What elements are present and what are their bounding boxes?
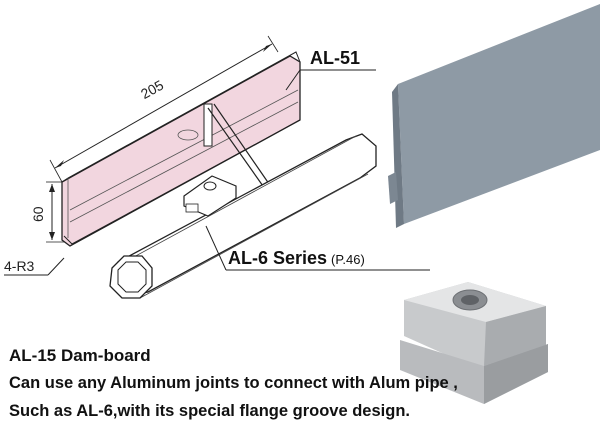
caption-title: AL-15 Dam-board bbox=[9, 346, 151, 365]
al51-leader bbox=[285, 69, 376, 91]
series-label-al6: AL-6 Series(P.46) bbox=[228, 248, 365, 269]
dimension-height: 60 bbox=[30, 206, 46, 222]
pin bbox=[203, 103, 277, 197]
page-reference: (P.46) bbox=[331, 252, 365, 267]
dimension-radius: 4-R3 bbox=[4, 258, 35, 274]
joint-small bbox=[183, 175, 237, 217]
dim-height-line bbox=[46, 181, 64, 243]
dim-length-line bbox=[49, 35, 279, 183]
dam-board bbox=[61, 51, 301, 247]
caption-line-2: Such as AL-6,with its special flange gro… bbox=[9, 402, 410, 420]
al6-leader bbox=[205, 225, 430, 271]
grey-panel bbox=[388, 4, 600, 228]
radius-leader bbox=[4, 257, 65, 276]
part-label-al51: AL-51 bbox=[310, 48, 361, 68]
pipe bbox=[109, 133, 377, 299]
series-label-text: AL-6 Series bbox=[228, 248, 328, 268]
caption-line-1: Can use any Aluminum joints to connect w… bbox=[9, 374, 458, 392]
metal-joint bbox=[400, 282, 548, 404]
